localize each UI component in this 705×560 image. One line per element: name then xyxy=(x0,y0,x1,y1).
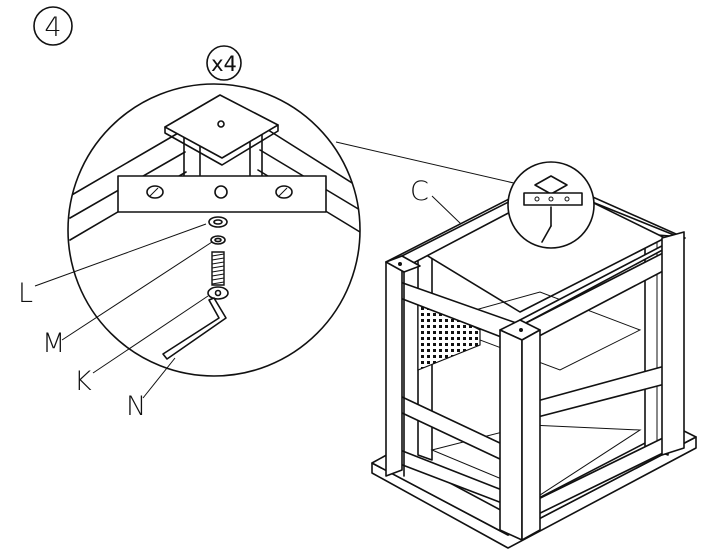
corner-bracket xyxy=(117,175,327,213)
label-m: M xyxy=(42,328,65,359)
bottom-rail-right xyxy=(525,436,666,521)
washer-m xyxy=(210,235,226,245)
label-l: L xyxy=(18,278,33,309)
allen-key-n xyxy=(162,297,227,360)
post-front-center xyxy=(499,329,523,541)
label-n: N xyxy=(126,391,146,422)
detail-callout-circle xyxy=(507,161,595,249)
post-front-right xyxy=(661,231,685,456)
label-c: C xyxy=(410,176,429,207)
bolt-k xyxy=(207,251,229,300)
leader-m xyxy=(61,241,213,341)
post-front-left xyxy=(385,255,403,477)
quantity-badge: x4 xyxy=(206,45,242,81)
magnifier-leader-top xyxy=(335,141,519,185)
leader-k xyxy=(92,295,209,374)
step-badge: 4 xyxy=(33,6,73,46)
leader-l xyxy=(34,223,207,287)
step-number: 4 xyxy=(44,12,61,43)
washer-l xyxy=(208,216,228,228)
furniture-frame xyxy=(371,177,697,549)
magnified-detail xyxy=(34,83,361,399)
mid-rail-left xyxy=(399,395,503,461)
quantity-label: x4 xyxy=(211,52,237,76)
mid-rail-right xyxy=(525,365,666,421)
magnifier-circle xyxy=(67,83,361,377)
leader-n xyxy=(142,357,176,399)
label-k: K xyxy=(74,366,92,397)
